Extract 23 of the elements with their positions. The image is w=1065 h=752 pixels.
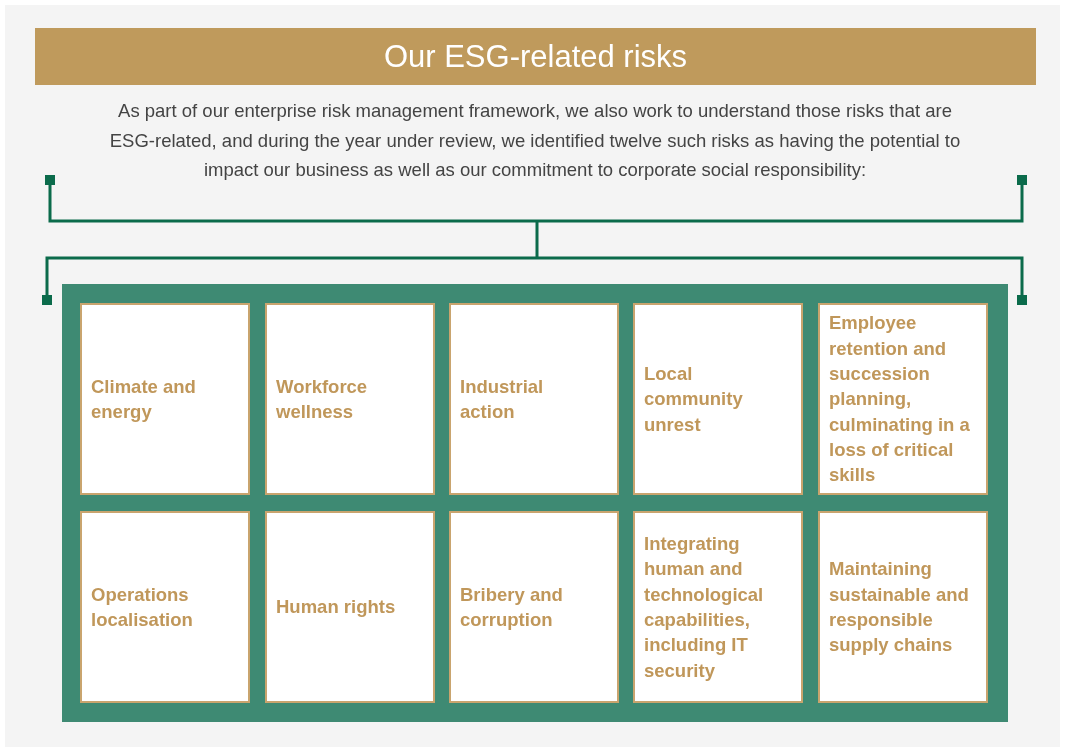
risk-label: Local community unrest bbox=[644, 362, 744, 437]
risk-card bbox=[80, 303, 250, 495]
risk-card bbox=[265, 511, 435, 703]
risk-card bbox=[80, 511, 250, 703]
risk-label: Operations localisation bbox=[91, 582, 194, 632]
intro-paragraph: As part of our enterprise risk management framework, we also work to understand those risks that are ESG-related, and during the year under review, we identified twelve such risks as having the potential to impact our business as well as our commitment to corporate social responsibility: bbox=[108, 99, 962, 182]
risk-card bbox=[818, 303, 988, 495]
risk-label: Bribery and corruption bbox=[460, 582, 564, 632]
risk-card bbox=[449, 511, 619, 703]
risk-label: Human rights bbox=[276, 595, 396, 620]
risk-label: Workforce wellness bbox=[276, 374, 369, 424]
panel-background bbox=[62, 284, 1008, 722]
risk-card bbox=[818, 511, 988, 703]
risk-card bbox=[449, 303, 619, 495]
risk-label: Maintaining sustainable and responsible supply chains bbox=[829, 557, 970, 658]
risk-label: Integrating human and technological capabilities, including IT security bbox=[644, 532, 765, 683]
risk-card bbox=[633, 511, 803, 703]
risk-label: Industrial action bbox=[460, 374, 545, 424]
risk-label: Climate and energy bbox=[91, 374, 197, 424]
title-banner: Our ESG-related risks bbox=[35, 28, 1036, 85]
risk-card bbox=[265, 303, 435, 495]
risk-card bbox=[633, 303, 803, 495]
risk-label: Employee retention and succession planning, culminating in a loss of critical skills bbox=[829, 311, 970, 488]
